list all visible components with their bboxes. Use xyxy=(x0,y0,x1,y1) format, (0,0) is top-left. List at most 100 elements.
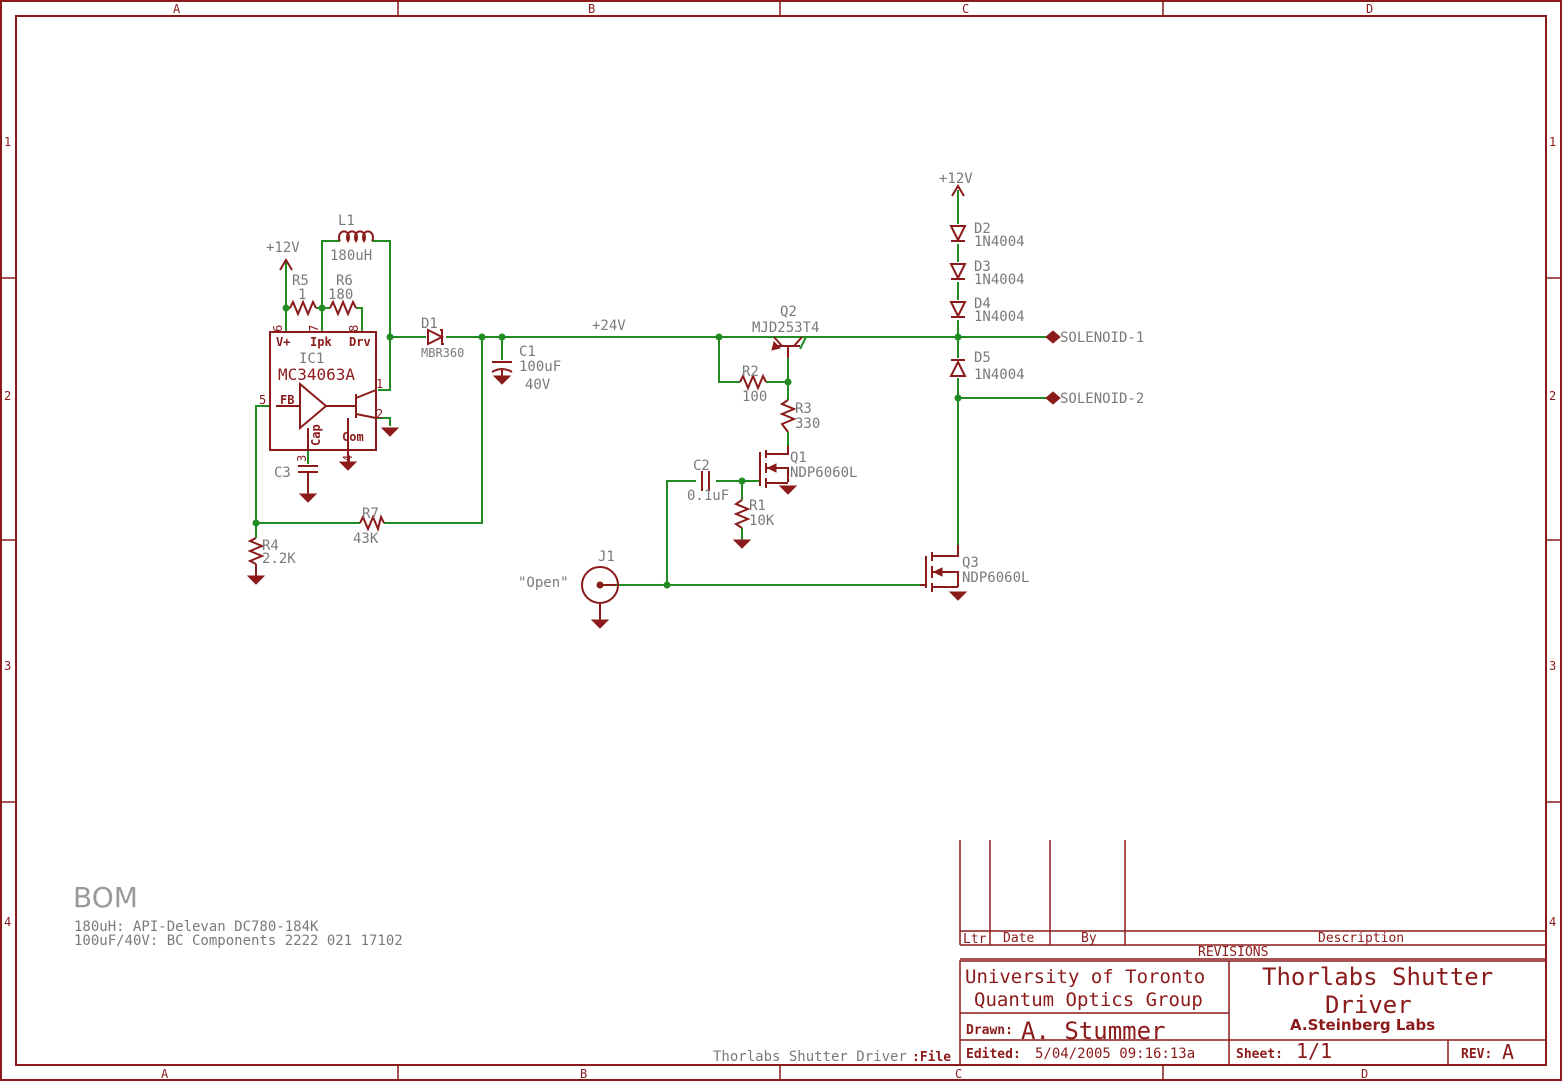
transistor-q2: Q2 MJD253T4 xyxy=(752,304,819,358)
l1-value: 180uH xyxy=(330,248,372,264)
ic1-pin-3: 3 xyxy=(295,455,309,462)
r7-value: 43K xyxy=(353,531,379,547)
frame-col-d-bottom: D xyxy=(1361,1067,1368,1081)
rev-col-description: Description xyxy=(1318,931,1404,946)
frame-col-a-bottom: A xyxy=(161,1067,169,1081)
resistor-r1: R1 10K xyxy=(732,498,775,549)
port-solenoid-2: SOLENOID-2 xyxy=(1045,391,1144,407)
ic1-name: IC1 xyxy=(299,351,324,367)
diode-d2: D2 1N4004 xyxy=(949,221,1025,250)
net-12v-left-label: +12V xyxy=(266,240,300,256)
d2-name: D2 xyxy=(974,221,991,237)
sheet-value: 1/1 xyxy=(1296,1039,1332,1063)
resistor-r5: R5 1 xyxy=(289,273,317,317)
org-name-line-2: Quantum Optics Group xyxy=(974,989,1203,1011)
frame-row-3-left: 3 xyxy=(4,659,11,673)
q1-name: Q1 xyxy=(790,450,807,466)
resistor-r3: R3 330 xyxy=(779,399,820,433)
sheet-label: Sheet: xyxy=(1236,1047,1283,1062)
drawing-title-line-2: Driver xyxy=(1325,991,1412,1019)
resistor-r4: R4 R4 2.2K xyxy=(246,537,296,585)
mosfet-q3: Q3 NDP6060L xyxy=(920,545,1029,601)
rev-label: REV: xyxy=(1461,1047,1492,1062)
ic1-pin-1: 1 xyxy=(376,377,383,391)
r3-value: 330 xyxy=(795,416,820,432)
lab-name: A.Steinberg Labs xyxy=(1290,1016,1435,1034)
j1-value: "Open" xyxy=(518,575,569,591)
c1-value: 100uF xyxy=(519,359,561,375)
r2-value: 100 xyxy=(742,389,767,405)
r5-name: R5 xyxy=(292,273,309,289)
supply-12v-right: +12V xyxy=(939,171,973,197)
frame-row-2-left: 2 xyxy=(4,389,11,403)
capacitor-c2: C2 0.1uF xyxy=(687,458,729,504)
ground-ic-pin4 xyxy=(338,450,358,471)
frame-col-b-bottom: B xyxy=(580,1067,587,1081)
r6-name: R6 xyxy=(336,273,353,289)
c2-name: C2 xyxy=(693,458,710,474)
r6-value: 180 xyxy=(328,287,353,303)
d3-name: D3 xyxy=(974,259,991,275)
c1-name: C1 xyxy=(519,344,536,360)
q3-name: Q3 xyxy=(962,555,979,571)
ic1-pin-8: 8 xyxy=(347,325,361,332)
d3-value: 1N4004 xyxy=(974,272,1025,288)
ic1-pin-fb: FB xyxy=(280,393,294,407)
q2-name: Q2 xyxy=(780,304,797,320)
ic1-mc34063a: IC1 MC34063A V+ Ipk Drv FB Cap Com 6 7 8… xyxy=(259,325,383,462)
diode-d1: D1 MBR360 xyxy=(421,316,464,360)
diode-d3: D3 1N4004 xyxy=(949,259,1025,288)
title-block: Ltr Date By Description REVISIONS Univer… xyxy=(959,840,1547,1066)
rev-col-by: By xyxy=(1081,931,1097,946)
frame-row-2-right: 2 xyxy=(1549,389,1556,403)
junctions xyxy=(252,304,962,589)
c1-voltage: 40V xyxy=(525,377,551,393)
r5-value: 1 xyxy=(298,287,306,303)
net-12v-right-label: +12V xyxy=(939,171,973,187)
r1-value: 10K xyxy=(749,513,775,529)
frame-col-b-top: B xyxy=(588,2,595,16)
port-solenoid-1: SOLENOID-1 xyxy=(1045,330,1144,346)
rev-col-date: Date xyxy=(1003,931,1034,946)
ground-ic-pin2 xyxy=(380,427,400,437)
drawn-value: A. Stummer xyxy=(1021,1017,1166,1045)
d4-name: D4 xyxy=(974,296,991,312)
d5-name: D5 xyxy=(974,350,991,366)
revisions-header: REVISIONS xyxy=(1198,945,1268,960)
frame-col-c-bottom: C xyxy=(955,1067,962,1081)
rev-value: A xyxy=(1502,1040,1514,1064)
frame-row-3-right: 3 xyxy=(1549,659,1556,673)
frame-col-a-top: A xyxy=(173,2,181,16)
drawing-title-line-1: Thorlabs Shutter xyxy=(1262,963,1493,991)
net-24v-label: +24V xyxy=(592,318,626,334)
capacitor-c1: C1 100uF 40V xyxy=(491,344,561,393)
ic1-pin-7: 7 xyxy=(307,325,321,332)
frame-col-c-top: C xyxy=(962,2,969,16)
r1-name: R1 xyxy=(749,498,766,514)
org-name-line-1: University of Toronto xyxy=(965,966,1205,988)
ic1-pin-5: 5 xyxy=(259,393,266,407)
frame-row-1-right: 1 xyxy=(1549,135,1556,149)
diode-d4: D4 1N4004 xyxy=(949,296,1025,325)
resistor-r7: R7 43K xyxy=(353,506,385,547)
l1-name: L1 xyxy=(338,213,355,229)
d2-value: 1N4004 xyxy=(974,234,1025,250)
frame-row-4-right: 4 xyxy=(1549,915,1556,929)
r4-value: 2.2K xyxy=(262,551,296,567)
q3-value: NDP6060L xyxy=(962,570,1029,586)
bom-line-1: 180uH: API-Delevan DC780-184K xyxy=(74,919,319,935)
frame-row-4-left: 4 xyxy=(4,915,11,929)
drawn-label: Drawn: xyxy=(966,1023,1013,1038)
q1-value: NDP6060L xyxy=(790,465,857,481)
net-solenoid-2-label: SOLENOID-2 xyxy=(1060,391,1144,407)
q2-value: MJD253T4 xyxy=(752,320,819,336)
edited-label: Edited: xyxy=(966,1047,1021,1062)
bom-line-2: 100uF/40V: BC Components 2222 021 17102 xyxy=(74,933,403,949)
r3-name: R3 xyxy=(795,401,812,417)
rev-col-ltr: Ltr xyxy=(963,932,987,947)
connector-j1: J1 "Open" xyxy=(518,549,619,629)
ic1-pin-vplus: V+ xyxy=(276,335,290,349)
supply-12v-left: +12V xyxy=(266,240,300,271)
